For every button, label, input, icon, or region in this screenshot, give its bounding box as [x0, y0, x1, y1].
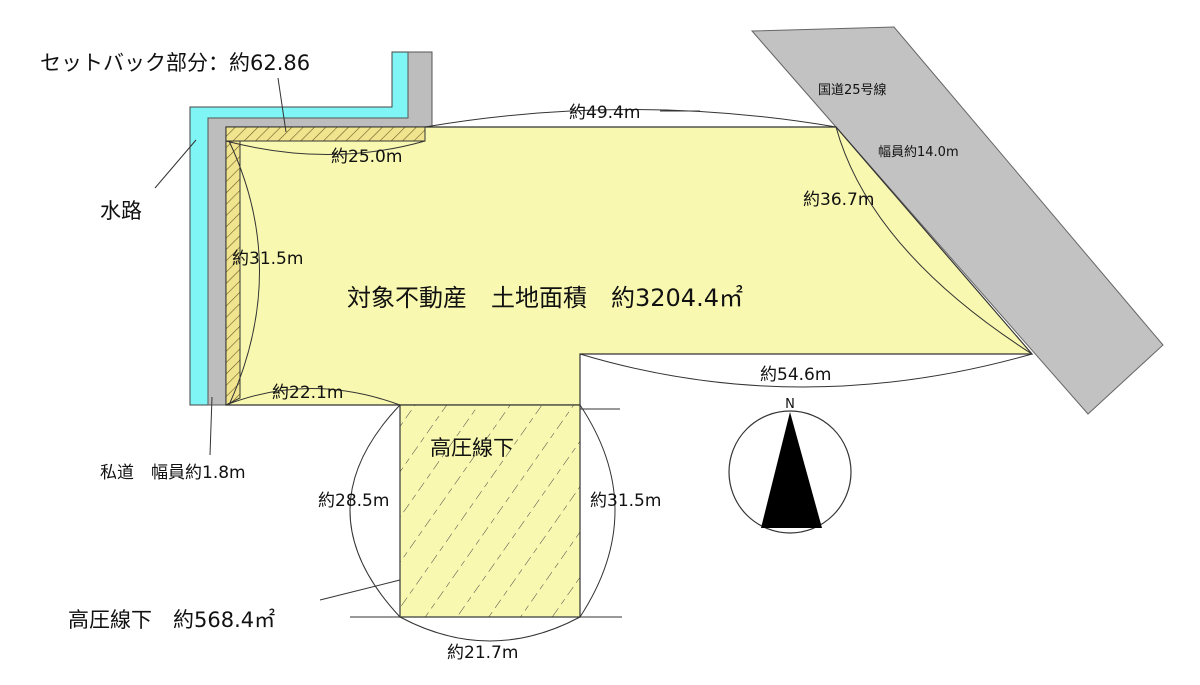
setback-label: セットバック部分：約62.86	[40, 51, 310, 75]
setback-strip-left	[225, 140, 241, 406]
dim-top: 約49.4m	[569, 103, 640, 123]
dim-lower-left: 約28.5m	[318, 491, 389, 511]
setback-strip-top	[225, 126, 426, 142]
main-area-label: 対象不動産 土地面積 約3204.4㎡	[347, 284, 743, 312]
dim-lower-bottom: 約21.7m	[447, 643, 518, 663]
road-width-label: 幅員約14.0m	[878, 145, 959, 160]
dim-bottom-right: 約54.6m	[760, 365, 831, 385]
waterway-label: 水路	[100, 199, 142, 223]
dim-setback-top: 約25.0m	[331, 147, 402, 167]
high-voltage-area-label: 高圧線下 約568.4㎡	[68, 608, 275, 632]
north-compass: N	[728, 397, 852, 534]
high-voltage-zone-label: 高圧線下	[430, 436, 514, 460]
private-road-label: 私道 幅員約1.8m	[100, 463, 246, 483]
dim-bottom-left: 約22.1m	[272, 383, 343, 403]
dim-lower-right: 約31.5m	[590, 491, 661, 511]
national-road-label: 国道25号線	[818, 82, 887, 98]
national-road	[750, 26, 1164, 415]
north-label: N	[785, 397, 795, 412]
dim-left: 約31.5m	[232, 249, 303, 269]
dim-diagonal: 約36.7m	[803, 190, 874, 210]
